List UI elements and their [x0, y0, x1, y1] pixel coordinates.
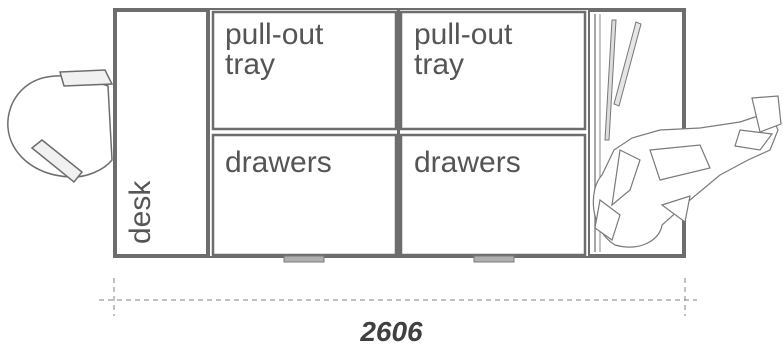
drawer-handle-right	[473, 255, 515, 263]
drawers-right-label: drawers	[414, 146, 521, 179]
tray-right-box	[399, 10, 587, 131]
drawer-handle-left	[283, 255, 325, 263]
drawers-left-label: drawers	[225, 146, 332, 179]
hanger-icon	[604, 19, 617, 141]
drawers-right-box	[399, 133, 587, 257]
person-figure	[592, 95, 782, 248]
drawers-left-box	[211, 133, 398, 257]
tray-left-box	[211, 10, 398, 131]
dimension-line	[99, 278, 697, 316]
desk-panel	[115, 10, 209, 256]
width-dimension-label: 2606	[360, 316, 423, 347]
tray-right-label: pull-out tray	[414, 18, 513, 81]
tray-left-label: pull-out tray	[225, 18, 324, 81]
chair-icon	[7, 69, 114, 184]
desk-label: desk	[124, 180, 157, 244]
